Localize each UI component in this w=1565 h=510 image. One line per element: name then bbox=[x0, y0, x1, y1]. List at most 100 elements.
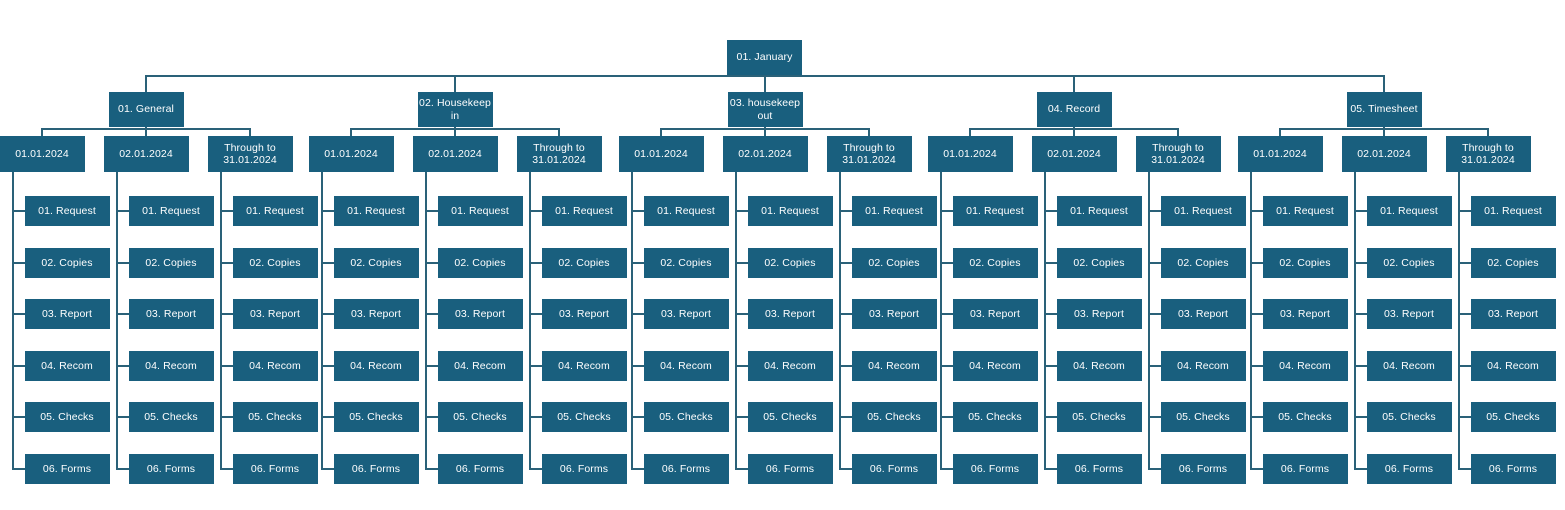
leaf-node-4-2-4[interactable]: 04. Recom bbox=[1056, 351, 1142, 381]
leaf-node-5-3-1[interactable]: 01. Request bbox=[1470, 196, 1556, 226]
leaf-node-1-2-1[interactable]: 01. Request bbox=[128, 196, 214, 226]
leaf-node-1-1-6[interactable]: 06. Forms bbox=[24, 454, 110, 484]
leaf-node-1-3-3[interactable]: 03. Report bbox=[232, 299, 318, 329]
leaf-node-3-3-4[interactable]: 04. Recom bbox=[851, 351, 937, 381]
leaf-node-4-1-1[interactable]: 01. Request bbox=[952, 196, 1038, 226]
leaf-node-4-1-4[interactable]: 04. Recom bbox=[952, 351, 1038, 381]
leaf-node-3-3-6[interactable]: 06. Forms bbox=[851, 454, 937, 484]
date-node-5-2[interactable]: 02.01.2024 bbox=[1341, 136, 1427, 172]
leaf-node-1-1-5[interactable]: 05. Checks bbox=[24, 402, 110, 432]
leaf-node-5-3-6[interactable]: 06. Forms bbox=[1470, 454, 1556, 484]
leaf-node-2-3-5[interactable]: 05. Checks bbox=[541, 402, 627, 432]
date-node-5-3[interactable]: Through to 31.01.2024 bbox=[1445, 136, 1531, 172]
leaf-node-1-2-3[interactable]: 03. Report bbox=[128, 299, 214, 329]
leaf-node-3-3-2[interactable]: 02. Copies bbox=[851, 248, 937, 278]
leaf-node-5-1-3[interactable]: 03. Report bbox=[1262, 299, 1348, 329]
leaf-node-3-3-1[interactable]: 01. Request bbox=[851, 196, 937, 226]
leaf-node-1-2-6[interactable]: 06. Forms bbox=[128, 454, 214, 484]
date-node-4-2[interactable]: 02.01.2024 bbox=[1031, 136, 1117, 172]
leaf-node-4-1-6[interactable]: 06. Forms bbox=[952, 454, 1038, 484]
leaf-node-4-3-5[interactable]: 05. Checks bbox=[1160, 402, 1246, 432]
leaf-node-3-2-1[interactable]: 01. Request bbox=[747, 196, 833, 226]
leaf-node-2-3-1[interactable]: 01. Request bbox=[541, 196, 627, 226]
leaf-node-4-3-6[interactable]: 06. Forms bbox=[1160, 454, 1246, 484]
date-node-2-1[interactable]: 01.01.2024 bbox=[308, 136, 394, 172]
leaf-node-4-2-1[interactable]: 01. Request bbox=[1056, 196, 1142, 226]
leaf-node-2-2-3[interactable]: 03. Report bbox=[437, 299, 523, 329]
leaf-node-3-1-2[interactable]: 02. Copies bbox=[643, 248, 729, 278]
leaf-node-4-3-3[interactable]: 03. Report bbox=[1160, 299, 1246, 329]
leaf-node-2-1-5[interactable]: 05. Checks bbox=[333, 402, 419, 432]
date-node-1-2[interactable]: 02.01.2024 bbox=[103, 136, 189, 172]
leaf-node-3-1-1[interactable]: 01. Request bbox=[643, 196, 729, 226]
leaf-node-1-1-1[interactable]: 01. Request bbox=[24, 196, 110, 226]
group-node-5[interactable]: 05. Timesheet bbox=[1346, 92, 1422, 127]
leaf-node-5-2-4[interactable]: 04. Recom bbox=[1366, 351, 1452, 381]
leaf-node-1-3-5[interactable]: 05. Checks bbox=[232, 402, 318, 432]
leaf-node-2-3-6[interactable]: 06. Forms bbox=[541, 454, 627, 484]
leaf-node-3-1-6[interactable]: 06. Forms bbox=[643, 454, 729, 484]
date-node-1-3[interactable]: Through to 31.01.2024 bbox=[207, 136, 293, 172]
leaf-node-2-2-5[interactable]: 05. Checks bbox=[437, 402, 523, 432]
leaf-node-3-2-2[interactable]: 02. Copies bbox=[747, 248, 833, 278]
leaf-node-4-3-2[interactable]: 02. Copies bbox=[1160, 248, 1246, 278]
leaf-node-4-3-4[interactable]: 04. Recom bbox=[1160, 351, 1246, 381]
leaf-node-2-2-1[interactable]: 01. Request bbox=[437, 196, 523, 226]
date-node-5-1[interactable]: 01.01.2024 bbox=[1237, 136, 1323, 172]
leaf-node-4-2-3[interactable]: 03. Report bbox=[1056, 299, 1142, 329]
leaf-node-3-2-5[interactable]: 05. Checks bbox=[747, 402, 833, 432]
leaf-node-1-3-1[interactable]: 01. Request bbox=[232, 196, 318, 226]
leaf-node-5-1-2[interactable]: 02. Copies bbox=[1262, 248, 1348, 278]
group-node-1[interactable]: 01. General bbox=[108, 92, 184, 127]
date-node-3-3[interactable]: Through to 31.01.2024 bbox=[826, 136, 912, 172]
leaf-node-1-2-5[interactable]: 05. Checks bbox=[128, 402, 214, 432]
leaf-node-3-1-5[interactable]: 05. Checks bbox=[643, 402, 729, 432]
leaf-node-5-3-5[interactable]: 05. Checks bbox=[1470, 402, 1556, 432]
leaf-node-1-1-3[interactable]: 03. Report bbox=[24, 299, 110, 329]
leaf-node-2-1-2[interactable]: 02. Copies bbox=[333, 248, 419, 278]
date-node-4-3[interactable]: Through to 31.01.2024 bbox=[1135, 136, 1221, 172]
leaf-node-3-2-6[interactable]: 06. Forms bbox=[747, 454, 833, 484]
leaf-node-3-1-4[interactable]: 04. Recom bbox=[643, 351, 729, 381]
leaf-node-5-3-2[interactable]: 02. Copies bbox=[1470, 248, 1556, 278]
leaf-node-3-3-3[interactable]: 03. Report bbox=[851, 299, 937, 329]
group-node-3[interactable]: 03. housekeep out bbox=[727, 92, 803, 127]
leaf-node-5-1-6[interactable]: 06. Forms bbox=[1262, 454, 1348, 484]
leaf-node-2-1-4[interactable]: 04. Recom bbox=[333, 351, 419, 381]
leaf-node-2-3-4[interactable]: 04. Recom bbox=[541, 351, 627, 381]
leaf-node-3-1-3[interactable]: 03. Report bbox=[643, 299, 729, 329]
leaf-node-1-1-4[interactable]: 04. Recom bbox=[24, 351, 110, 381]
leaf-node-4-2-5[interactable]: 05. Checks bbox=[1056, 402, 1142, 432]
leaf-node-5-3-3[interactable]: 03. Report bbox=[1470, 299, 1556, 329]
leaf-node-2-1-6[interactable]: 06. Forms bbox=[333, 454, 419, 484]
date-node-3-1[interactable]: 01.01.2024 bbox=[618, 136, 704, 172]
leaf-node-2-2-6[interactable]: 06. Forms bbox=[437, 454, 523, 484]
leaf-node-4-1-3[interactable]: 03. Report bbox=[952, 299, 1038, 329]
leaf-node-5-1-1[interactable]: 01. Request bbox=[1262, 196, 1348, 226]
leaf-node-5-2-6[interactable]: 06. Forms bbox=[1366, 454, 1452, 484]
leaf-node-3-2-3[interactable]: 03. Report bbox=[747, 299, 833, 329]
group-node-2[interactable]: 02. Housekeep in bbox=[417, 92, 493, 127]
leaf-node-5-2-5[interactable]: 05. Checks bbox=[1366, 402, 1452, 432]
leaf-node-3-3-5[interactable]: 05. Checks bbox=[851, 402, 937, 432]
leaf-node-5-2-3[interactable]: 03. Report bbox=[1366, 299, 1452, 329]
date-node-4-1[interactable]: 01.01.2024 bbox=[927, 136, 1013, 172]
leaf-node-4-3-1[interactable]: 01. Request bbox=[1160, 196, 1246, 226]
leaf-node-4-1-5[interactable]: 05. Checks bbox=[952, 402, 1038, 432]
leaf-node-2-2-4[interactable]: 04. Recom bbox=[437, 351, 523, 381]
leaf-node-5-1-4[interactable]: 04. Recom bbox=[1262, 351, 1348, 381]
leaf-node-1-2-4[interactable]: 04. Recom bbox=[128, 351, 214, 381]
leaf-node-4-1-2[interactable]: 02. Copies bbox=[952, 248, 1038, 278]
group-node-4[interactable]: 04. Record bbox=[1036, 92, 1112, 127]
leaf-node-2-2-2[interactable]: 02. Copies bbox=[437, 248, 523, 278]
root-node[interactable]: 01. January bbox=[727, 40, 802, 75]
leaf-node-4-2-6[interactable]: 06. Forms bbox=[1056, 454, 1142, 484]
leaf-node-1-1-2[interactable]: 02. Copies bbox=[24, 248, 110, 278]
leaf-node-1-3-4[interactable]: 04. Recom bbox=[232, 351, 318, 381]
leaf-node-5-1-5[interactable]: 05. Checks bbox=[1262, 402, 1348, 432]
date-node-1-1[interactable]: 01.01.2024 bbox=[0, 136, 85, 172]
leaf-node-2-1-1[interactable]: 01. Request bbox=[333, 196, 419, 226]
leaf-node-4-2-2[interactable]: 02. Copies bbox=[1056, 248, 1142, 278]
leaf-node-1-3-6[interactable]: 06. Forms bbox=[232, 454, 318, 484]
leaf-node-5-2-2[interactable]: 02. Copies bbox=[1366, 248, 1452, 278]
